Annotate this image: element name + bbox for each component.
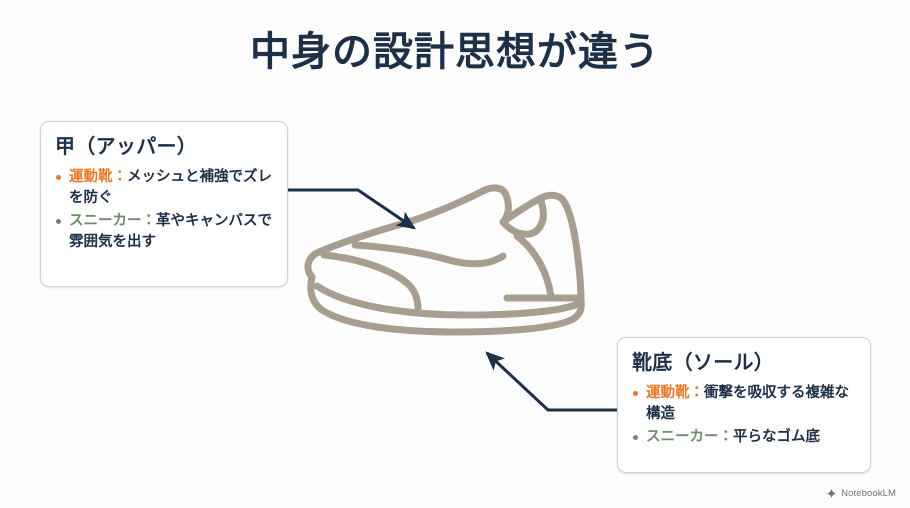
sneaker-illustration [285,165,645,345]
page-title: 中身の設計思想が違う [250,30,660,74]
item-body: 平らなゴム底 [733,428,820,445]
list-item: スニーカー：革やキャンバスで雰囲気を出す [55,211,273,254]
bullet-dot-icon [56,218,61,224]
bullet-dot-icon [56,175,61,180]
item-label: スニーカー [69,212,142,229]
bullet-dot-icon [633,391,638,396]
item-label: スニーカー [646,428,719,445]
sneaker-side-view-icon [304,184,585,336]
callout-list-sole: 運動靴：衝撃を吸収する複雑な構造 スニーカー：平らなゴム底 [632,383,856,448]
item-label: 運動靴 [69,169,113,185]
item-separator: ： [112,169,128,185]
watermark-label: NotebookLM [841,488,896,499]
callout-title-upper: 甲（アッパー） [55,136,198,158]
item-separator: ： [718,428,734,445]
item-separator: ： [689,385,705,401]
item-separator: ： [141,212,157,229]
item-body: 革やキャンバスで雰囲気を出す [69,212,272,251]
callout-title-sole: 靴底（ソール） [632,352,775,374]
item-body: 衝撃を吸収する複雑な構造 [646,385,849,423]
list-item: 運動靴：メッシュと補強でズレを防ぐ [55,167,273,210]
watermark: NotebookLM [826,488,896,499]
item-label: 運動靴 [646,385,690,401]
list-item: 運動靴：衝撃を吸収する複雑な構造 [632,383,856,426]
callout-card-upper: 甲（アッパー） 運動靴：メッシュと補強でズレを防ぐ スニーカー：革やキャンバスで… [40,121,288,287]
connector-sole-arrow [485,351,625,412]
item-body: メッシュと補強でズレを防ぐ [69,169,272,207]
bullet-dot-icon [633,434,638,440]
callout-card-sole: 靴底（ソール） 運動靴：衝撃を吸収する複雑な構造 スニーカー：平らなゴム底 [617,337,871,473]
callout-list-upper: 運動靴：メッシュと補強でズレを防ぐ スニーカー：革やキャンバスで雰囲気を出す [55,167,273,254]
notebooklm-logo-icon [827,488,837,499]
list-item: スニーカー：平らなゴム底 [632,427,856,448]
